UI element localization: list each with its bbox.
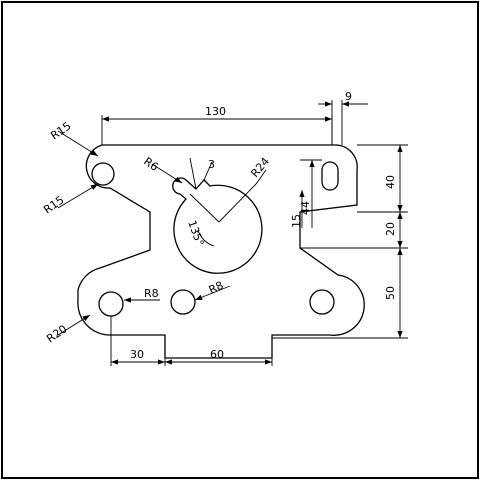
leader-r15-top [57, 130, 99, 157]
leader-3b [203, 161, 213, 181]
label-r15-hole: R15 [41, 193, 66, 216]
label-r8-mid: R8 [207, 279, 226, 297]
label-r24: R24 [248, 155, 272, 180]
leader-r8-mid [194, 285, 231, 301]
leader-r6 [151, 163, 183, 184]
dim-60: 60 [210, 348, 224, 361]
bottom-right-hole [309, 289, 335, 315]
dim-30: 30 [130, 348, 144, 361]
dim-9: 9 [345, 90, 352, 103]
dim-130: 130 [205, 105, 226, 118]
top-right-slot [321, 161, 339, 191]
label-r20: R20 [44, 322, 69, 345]
leader-r24 [255, 169, 267, 185]
bottom-left-hole [98, 291, 124, 317]
leader-r20 [57, 314, 91, 336]
dim-44: 44 [299, 201, 312, 215]
radius-line-r24 [218, 183, 257, 223]
dim-20: 20 [384, 222, 397, 236]
dim-3: 3 [208, 158, 215, 171]
label-r15-top: R15 [48, 119, 73, 142]
leader-r15-hole [57, 183, 99, 209]
dim-50: 50 [384, 286, 397, 300]
leader-3a [189, 157, 197, 190]
big-circle-keyway [172, 177, 263, 274]
label-r8-left: R8 [144, 287, 159, 300]
label-r6: R6 [141, 155, 160, 174]
angle-arc [197, 229, 215, 247]
dim-135: 135° [185, 219, 206, 248]
part-outline [77, 144, 365, 359]
dim-40: 40 [384, 175, 397, 189]
top-left-hole [91, 162, 115, 186]
dim-15: 15 [290, 214, 303, 228]
bottom-mid-hole [170, 289, 196, 315]
radius-line-key [189, 193, 220, 223]
